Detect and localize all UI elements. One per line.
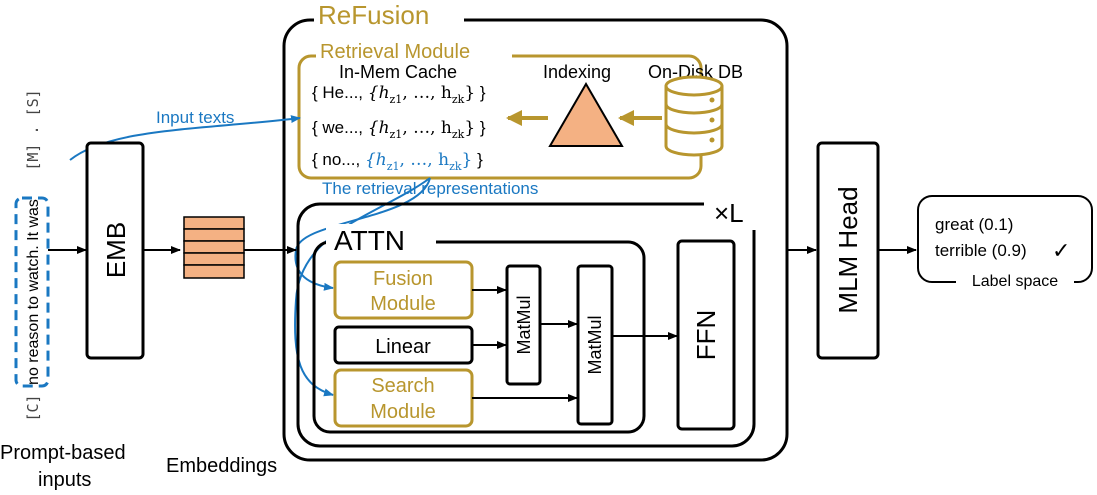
prompt-inputs-label-1: Prompt-based [0, 442, 126, 464]
repeat-block [296, 202, 756, 448]
cache-row: { no..., {hz1, …, hzk} } [312, 150, 483, 173]
prompt-cls-token: [C] [24, 394, 42, 421]
label-space-mask [956, 268, 1074, 290]
check-icon: ✓ [1052, 238, 1070, 263]
retrieval-module-title: Retrieval Module [320, 41, 470, 63]
retrieval-reps-label: The retrieval representations [322, 179, 538, 198]
ffn-label: FFN [691, 310, 721, 361]
attn-mask [326, 224, 436, 252]
disk-label: On-Disk DB [648, 62, 743, 82]
prompt-text: no reason to watch. It was [25, 199, 42, 385]
linear-label: Linear [375, 336, 431, 358]
retrieval-title-mask [316, 40, 512, 62]
svg-text:{ no..., {hz1, …, hzk} }: { no..., {hz1, …, hzk} } [312, 150, 483, 173]
cache-row: { He..., {hz1, …, hzk} } [312, 83, 486, 106]
emb-label: EMB [101, 222, 131, 278]
prompt-text-dashed-box [14, 196, 50, 388]
label-great: great (0.1) [935, 215, 1013, 234]
indexing-label: Indexing [543, 62, 611, 82]
matmul-box-2 [576, 264, 614, 426]
input-texts-label: Input texts [156, 108, 234, 127]
matmul-label-2: MatMul [585, 315, 605, 374]
database-icon [664, 75, 724, 157]
label-space-title: Label space [972, 273, 1058, 290]
cache-row: { we..., {hz1, …, hzk} } [312, 118, 486, 141]
matmul-label-1: MatMul [514, 295, 534, 354]
fusion-module-label-1: Fusion [373, 268, 433, 290]
attn-label: ATTN [334, 225, 405, 256]
fusion-module-label-2: Module [370, 293, 436, 315]
prompt-mask-sep-tokens: [M] . [S] [24, 89, 42, 170]
search-module-label-2: Module [370, 401, 436, 423]
svg-text:{ we..., {hz1, …, hzk} }: { we..., {hz1, …, hzk} } [312, 118, 486, 141]
embeddings-label: Embeddings [166, 455, 277, 477]
repeat-label: ×L [714, 198, 744, 228]
indexing-triangle-icon [548, 82, 624, 147]
embeddings-stack-icon [183, 216, 245, 279]
refusion-box [282, 18, 789, 462]
refusion-title: ReFusion [318, 0, 429, 30]
ffn-box [676, 239, 736, 431]
cache-label: In-Mem Cache [339, 62, 457, 82]
label-terrible: terrible (0.9) [935, 241, 1027, 260]
repeat-mask [704, 190, 764, 230]
svg-text:{ He..., {hz1, …, hzk} }: { He..., {hz1, …, hzk} } [312, 83, 486, 106]
refusion-title-mask [314, 4, 464, 30]
mlm-head-label: MLM Head [833, 186, 863, 313]
prompt-inputs-label-2: inputs [38, 469, 91, 491]
search-module-label-1: Search [371, 375, 434, 397]
